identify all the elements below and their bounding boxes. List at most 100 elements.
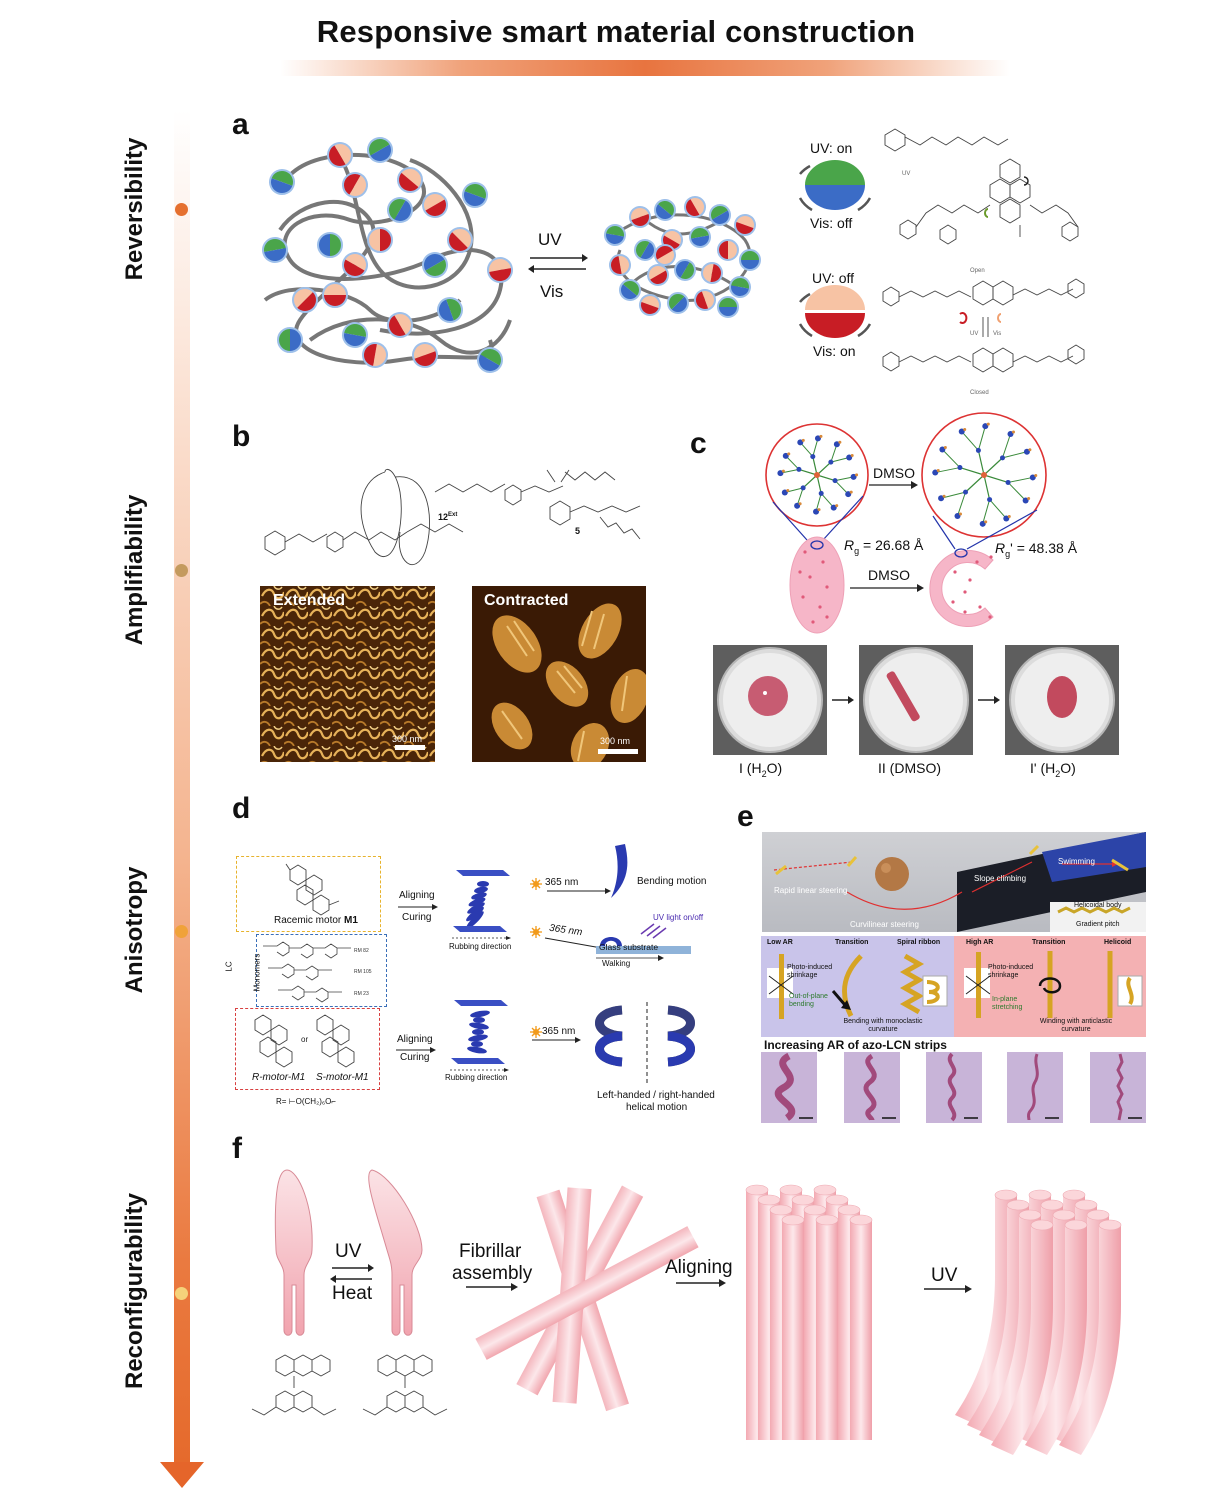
high-ar-label: High AR bbox=[966, 939, 994, 946]
chromophore-bead-closed-16 bbox=[729, 276, 751, 298]
dendrimer-swelling-diagram bbox=[765, 412, 1047, 634]
photo-petri-dish-1 bbox=[713, 645, 827, 755]
gel-dot-11 bbox=[978, 605, 982, 609]
chiral-motor-structures: or bbox=[254, 1014, 355, 1068]
gel-dot-4 bbox=[801, 595, 805, 599]
aligning-label-1: Aligning bbox=[399, 890, 435, 901]
slope-climbing-label: Slope climbing bbox=[974, 874, 1027, 883]
strip-photo-1 bbox=[761, 1052, 817, 1123]
panel-b-letter: b bbox=[232, 420, 251, 453]
chromophore-bead-open-13 bbox=[487, 257, 513, 283]
chromophore-bead-closed-1 bbox=[629, 206, 651, 228]
curvilinear-label: Curvilinear steering bbox=[850, 920, 919, 929]
equilibrium-arrows-a bbox=[528, 254, 588, 273]
strip-photo-5 bbox=[1090, 1052, 1146, 1123]
dmso-label-bottom: DMSO bbox=[868, 567, 910, 583]
uv-365-arrow-3 bbox=[530, 1026, 581, 1043]
aligned-fibril-9 bbox=[781, 1214, 805, 1440]
photo-label-1: I (H2O) bbox=[739, 760, 783, 779]
chromophore-bead-closed-14 bbox=[674, 259, 696, 281]
curing-label-2: Curing bbox=[400, 1052, 430, 1063]
arrow-petri-1-2 bbox=[832, 696, 854, 704]
aligning-arrow-1 bbox=[398, 904, 438, 910]
chromophore-bead-open-2 bbox=[367, 137, 393, 163]
low-ar-label: Low AR bbox=[767, 939, 793, 946]
low-ar-panel: Low AR Transition Spiral ribbon Photo-in… bbox=[761, 936, 954, 1037]
gradient-pitch-label: Gradient pitch bbox=[1076, 921, 1120, 928]
chromophore-bead-closed-5 bbox=[734, 214, 756, 236]
strip-4-drawing bbox=[1027, 1053, 1059, 1121]
photo-label-3: I' (H2O) bbox=[1030, 760, 1076, 779]
fibrillar-label-1: Fibrillar bbox=[459, 1241, 522, 1262]
rapid-steering-label: Rapid linear steering bbox=[774, 886, 848, 895]
uv-label-a: UV bbox=[538, 230, 562, 249]
vis-small-label-a: Vis bbox=[993, 331, 1001, 337]
gel-dot-0 bbox=[803, 550, 807, 554]
gel-dot-13 bbox=[963, 610, 967, 614]
rm105-label: RM 105 bbox=[354, 969, 372, 975]
afm-texture-extended bbox=[260, 586, 435, 762]
chemical-structure-open-closed: Open UV Vis Closed bbox=[882, 268, 1085, 396]
chromophore-bead-open-0 bbox=[269, 169, 295, 195]
axis-dot-amplifiability bbox=[175, 564, 188, 577]
nm-label-3: 365 nm bbox=[542, 1026, 576, 1037]
gel-dot-16 bbox=[989, 555, 993, 559]
timeline-arrowhead bbox=[160, 1462, 204, 1488]
uv-label-f2: UV bbox=[931, 1265, 958, 1286]
state2-top-label: UV: off bbox=[812, 270, 855, 286]
walking-label: Walking bbox=[602, 959, 631, 968]
s-motor-label: S-motor-M1 bbox=[316, 1072, 369, 1083]
equilibrium-arrows-f bbox=[330, 1264, 374, 1283]
state2-bottom-label: Vis: on bbox=[813, 343, 856, 359]
r-group-definition: R= ⊢O(CH₂)₆O⌐ bbox=[276, 1097, 336, 1106]
photo-petri-dish-3 bbox=[1005, 645, 1119, 755]
axis-dot-reversibility bbox=[175, 203, 188, 216]
bent-fibril-10 bbox=[1025, 1219, 1088, 1455]
aligning-label-2: Aligning bbox=[397, 1034, 433, 1045]
page-title: Responsive smart material construction bbox=[316, 14, 916, 49]
swimming-label: Swimming bbox=[1058, 857, 1095, 866]
chromophore-bead-open-20 bbox=[277, 327, 303, 353]
chromophore-bead-closed-12 bbox=[619, 279, 641, 301]
bending-strip-icon bbox=[611, 844, 628, 898]
rg-value-1: Rg = 26.68 Å bbox=[844, 537, 924, 556]
panel-d-letter: d bbox=[232, 792, 251, 825]
compound-12-label: 12Ext bbox=[438, 512, 457, 522]
extended-label: Extended bbox=[273, 592, 346, 609]
uv-onoff-label: UV light on/off bbox=[653, 913, 704, 922]
chromophore-bead-open-1 bbox=[327, 142, 353, 168]
chromophore-bead-open-6 bbox=[422, 192, 448, 218]
racemic-motor-box bbox=[236, 856, 381, 932]
gel-dot-1 bbox=[821, 560, 825, 564]
state1-bottom-label: Vis: off bbox=[810, 215, 853, 231]
category-anisotropy: Anisotropy bbox=[121, 866, 148, 994]
state1-top-label: UV: on bbox=[810, 140, 853, 156]
closed-label: Closed bbox=[970, 390, 989, 396]
category-reconfigurability: Reconfigurability bbox=[121, 1192, 148, 1390]
gel-dot-7 bbox=[825, 615, 829, 619]
bent-fibril-bundle bbox=[955, 1189, 1122, 1455]
strip-3-drawing bbox=[947, 1052, 978, 1122]
increasing-ar-label: Increasing AR of azo-LCN strips bbox=[764, 1038, 947, 1052]
chromophore-bead-open-5 bbox=[387, 197, 413, 223]
lc-film-stack-2 bbox=[450, 1000, 509, 1072]
molecular-motor-shapes bbox=[274, 1169, 423, 1336]
dendrimer-swollen bbox=[932, 422, 1038, 527]
fibrillar-label-2: assembly bbox=[452, 1263, 533, 1284]
or-label: or bbox=[301, 1035, 308, 1044]
dmso-label-top: DMSO bbox=[873, 465, 915, 481]
chromophore-bead-open-9 bbox=[317, 232, 343, 258]
rotaxane-chemical-structure: 12Ext 5 bbox=[264, 469, 641, 565]
chromophore-bead-open-12 bbox=[447, 227, 473, 253]
gel-dot-17 bbox=[968, 578, 972, 582]
chromophore-bead-closed-18 bbox=[667, 292, 689, 314]
chromophore-bead-open-22 bbox=[437, 297, 463, 323]
open-label: Open bbox=[970, 268, 985, 274]
racemic-motor-label: Racemic motor M1 bbox=[274, 915, 358, 926]
gel-dot-3 bbox=[825, 585, 829, 589]
winding-anticlastic-label: Winding with anticlastic curvature bbox=[1039, 1018, 1113, 1033]
vis-label-a: Vis bbox=[540, 282, 564, 301]
aligning-arrow-f bbox=[676, 1279, 726, 1287]
dendrimer-compact bbox=[777, 434, 859, 515]
gel-dot-2 bbox=[808, 575, 812, 579]
